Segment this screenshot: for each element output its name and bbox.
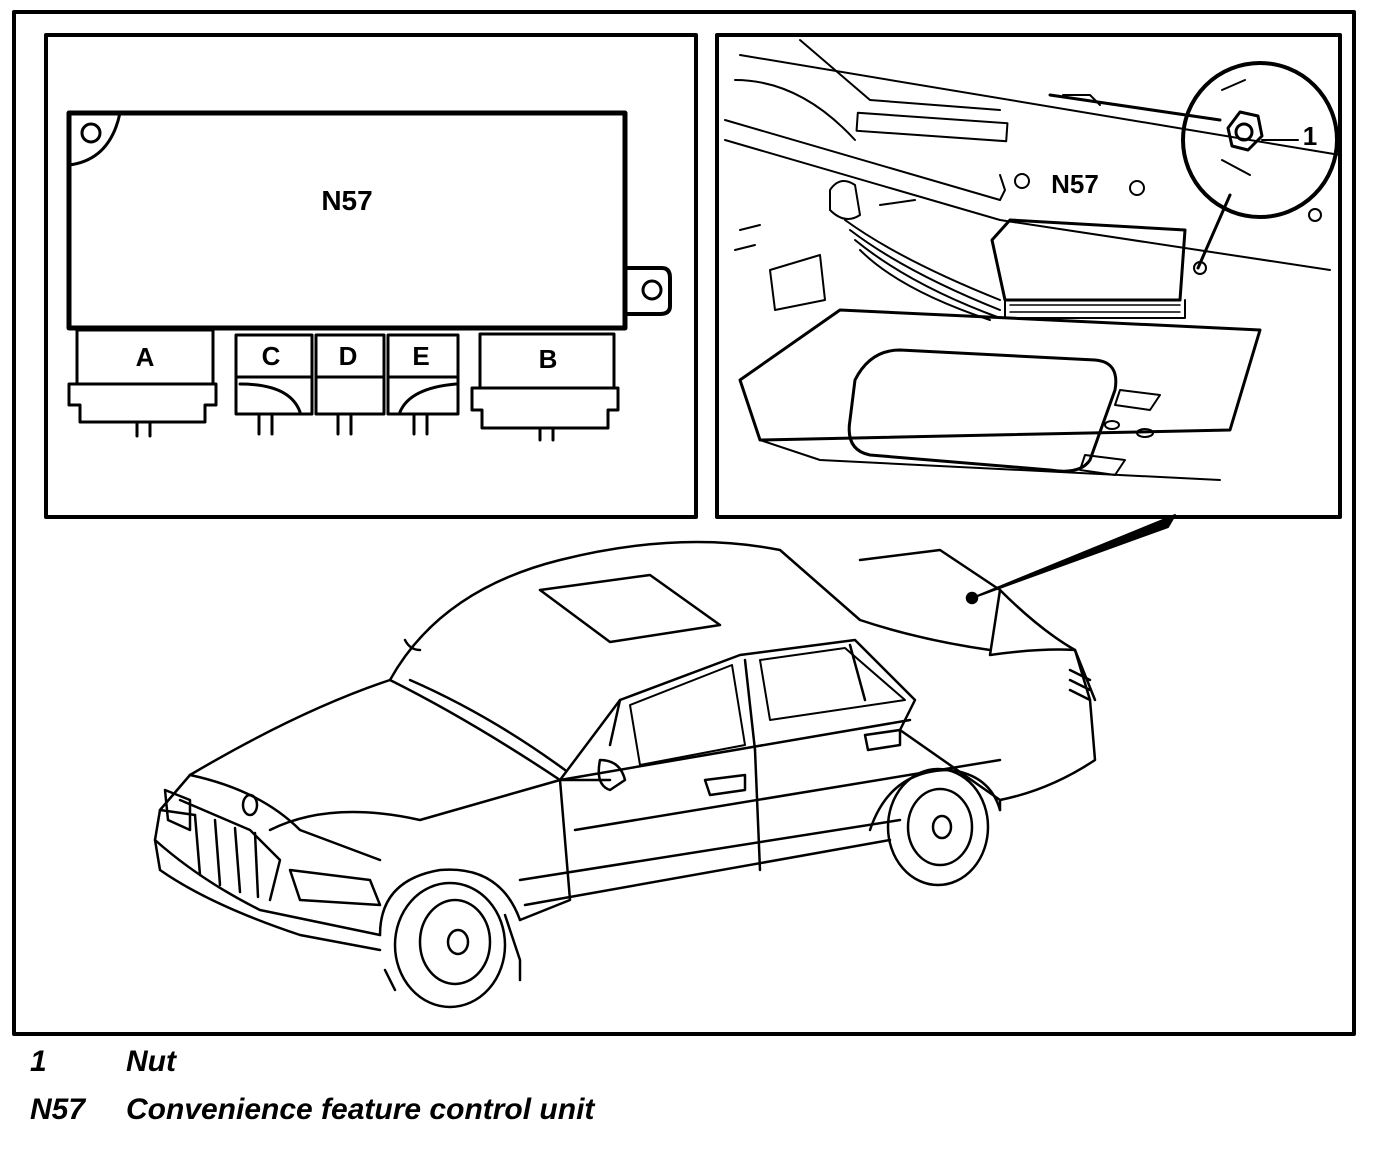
connector-d: D [314, 333, 386, 436]
connector-e: E [386, 333, 460, 436]
connector-label-e: E [412, 341, 429, 371]
connector-label-c: C [262, 341, 281, 371]
outer-frame [12, 10, 1356, 1036]
legend-key: 1 [30, 1045, 47, 1078]
location-detail-panel: N57 1 [715, 33, 1342, 519]
installed-control-unit [990, 218, 1187, 302]
connector-label-b: B [539, 344, 558, 374]
vehicle-illustration [153, 514, 1176, 1009]
module-diagram-panel: N57 A C D E [44, 33, 698, 519]
lug-hole-icon [641, 279, 663, 301]
nut-icon [1226, 110, 1264, 152]
location-module-label: N57 [1051, 169, 1099, 199]
control-module-body [66, 110, 628, 331]
connector-label-a: A [136, 342, 155, 372]
rear-wheel [868, 767, 1002, 887]
legend-description: Nut [126, 1045, 176, 1078]
connector-b: B [470, 332, 620, 442]
connector-label-d: D [339, 341, 358, 371]
legend-description: Convenience feature control unit [126, 1093, 595, 1126]
mounting-hole-icon [80, 122, 102, 144]
front-wheel [378, 868, 522, 1009]
nut-magnifier [1181, 61, 1339, 219]
module-label: N57 [321, 185, 372, 216]
location-pointer [971, 514, 1176, 599]
legend-key: N57 [30, 1093, 86, 1126]
figure-illustration: N57 A C D E [12, 10, 1356, 1036]
callout-number: 1 [1303, 121, 1317, 151]
connector-c: C [234, 333, 314, 436]
connector-a: A [67, 328, 218, 438]
